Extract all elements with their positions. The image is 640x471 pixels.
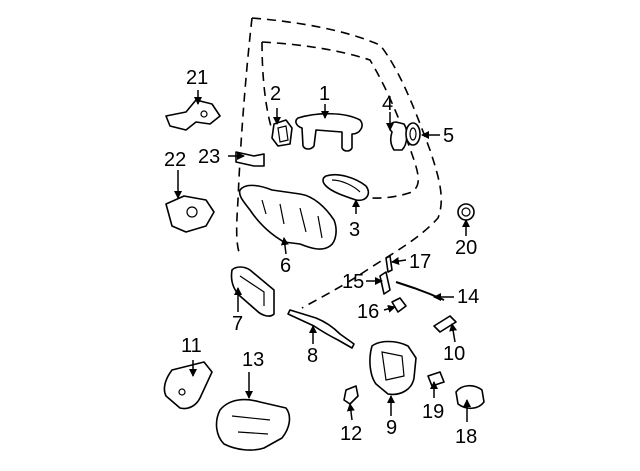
part-23-fastener[interactable]	[235, 151, 265, 167]
part-2-handle-bezel[interactable]	[271, 119, 293, 147]
callout-17: 17	[409, 251, 431, 273]
callout-18: 18	[455, 426, 477, 448]
callout-4: 4	[382, 93, 393, 115]
callout-22: 22	[164, 149, 186, 171]
callout-13: 13	[242, 349, 264, 371]
part-4-lock-cylinder[interactable]	[389, 121, 408, 151]
callout-2: 2	[270, 83, 281, 105]
leader-lines	[174, 90, 471, 422]
part-5-cylinder-cap[interactable]	[405, 122, 421, 146]
callout-1: 1	[319, 83, 330, 105]
callout-3: 3	[349, 219, 360, 241]
callout-15: 15	[342, 271, 364, 293]
part-21-hinge[interactable]	[165, 99, 221, 131]
part-22-striker[interactable]	[165, 195, 215, 233]
part-7-water-shield[interactable]	[230, 266, 275, 317]
part-11-bracket[interactable]	[163, 361, 213, 410]
part-15-clip[interactable]	[379, 271, 391, 295]
callout-7: 7	[232, 313, 243, 335]
part-19-screw[interactable]	[427, 371, 445, 387]
callout-20: 20	[455, 237, 477, 259]
part-9-latch-assembly[interactable]	[369, 340, 417, 396]
part-13-cover[interactable]	[215, 398, 291, 451]
part-8-lock-rod[interactable]	[287, 309, 355, 349]
callout-10: 10	[443, 343, 465, 365]
callout-21: 21	[186, 67, 208, 89]
callout-8: 8	[307, 345, 318, 367]
part-6-handle-carrier[interactable]	[238, 184, 337, 250]
part-12-bolt[interactable]	[343, 385, 359, 405]
part-1-outside-handle[interactable]	[295, 112, 363, 152]
callout-6: 6	[280, 255, 291, 277]
part-3-inside-handle[interactable]	[322, 173, 370, 202]
callout-12: 12	[340, 423, 362, 445]
callout-9: 9	[386, 417, 397, 439]
callout-14: 14	[457, 286, 479, 308]
part-16-retainer[interactable]	[391, 297, 407, 313]
part-20-grommet[interactable]	[457, 203, 475, 221]
callout-5: 5	[443, 125, 454, 147]
callout-23: 23	[198, 146, 220, 168]
callout-16: 16	[357, 301, 379, 323]
part-17-clip[interactable]	[385, 255, 393, 273]
part-10-clip[interactable]	[433, 315, 457, 333]
callout-labels: 1 2 3 4 5 6 7 8 9 10 11 12 13 14 15 16 1…	[164, 67, 479, 448]
part-18-cap[interactable]	[455, 384, 485, 410]
callout-19: 19	[422, 401, 444, 423]
callout-11: 11	[181, 335, 202, 357]
